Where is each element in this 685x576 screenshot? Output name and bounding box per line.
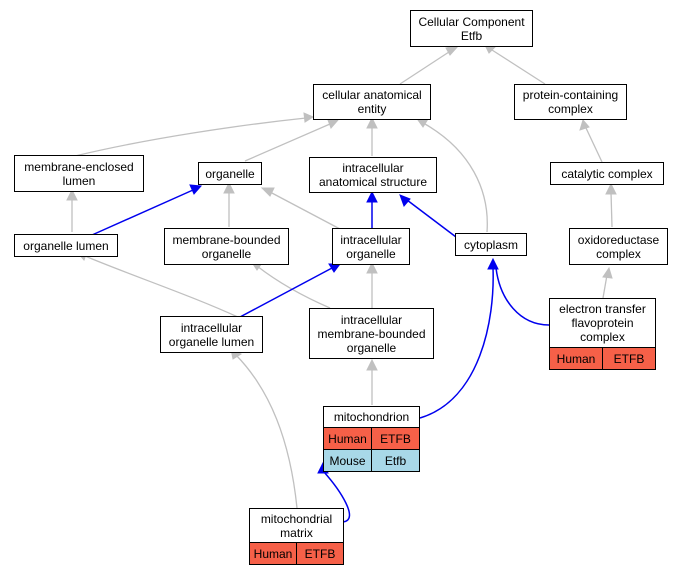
node-mitochondrial-matrix[interactable]: mitochondrial matrix Human ETFB bbox=[249, 508, 344, 565]
node-catalytic-complex[interactable]: catalytic complex bbox=[550, 162, 664, 185]
edge-ol-org-blue bbox=[91, 189, 194, 236]
node-label: intracellular organelle lumen bbox=[168, 320, 255, 349]
node-label: organelle bbox=[205, 166, 255, 181]
species-row-mouse: Mouse Etfb bbox=[324, 449, 419, 471]
edge-iol-ol bbox=[84, 255, 241, 319]
node-organelle-lumen[interactable]: organelle lumen bbox=[14, 234, 118, 257]
node-protein-containing-complex[interactable]: protein-containing complex bbox=[514, 84, 627, 120]
edge-mel-cae bbox=[74, 117, 307, 157]
edge-oxr-cat bbox=[610, 191, 613, 228]
node-label: membrane-bounded organelle bbox=[172, 232, 281, 261]
node-label: cytoplasm bbox=[463, 237, 519, 252]
gene-mouse: Etfb bbox=[371, 450, 419, 471]
node-label: intracellular organelle bbox=[340, 232, 402, 261]
node-cellular-component-root[interactable]: Cellular Component Etfb bbox=[410, 10, 533, 47]
node-organelle[interactable]: organelle bbox=[198, 162, 262, 185]
node-label: oxidoreductase complex bbox=[577, 232, 660, 261]
species-human: Human bbox=[250, 543, 296, 564]
node-membrane-bounded-organelle[interactable]: membrane-bounded organelle bbox=[164, 228, 289, 265]
node-label: intracellular membrane-bounded organelle bbox=[317, 312, 426, 355]
edge-etf-oxr bbox=[602, 274, 608, 299]
node-label: protein-containing complex bbox=[522, 88, 619, 116]
edge-cyto-ias-blue bbox=[406, 199, 457, 238]
node-intracellular-membrane-bounded-organelle[interactable]: intracellular membrane-bounded organelle bbox=[309, 308, 434, 359]
edge-cat-pcc bbox=[585, 127, 603, 163]
species-row-human: Human ETFB bbox=[550, 347, 655, 369]
edge-io-org bbox=[269, 191, 341, 230]
node-cellular-anatomical-entity[interactable]: cellular anatomical entity bbox=[313, 84, 431, 120]
node-label: cellular anatomical entity bbox=[322, 88, 422, 116]
species-row-human: Human ETFB bbox=[250, 542, 343, 564]
node-label: Cellular Component Etfb bbox=[418, 14, 525, 43]
edge-iol-io-blue bbox=[239, 267, 333, 318]
node-membrane-enclosed-lumen[interactable]: membrane-enclosed lumen bbox=[14, 155, 144, 192]
edge-org-cae bbox=[244, 123, 331, 162]
edge-cae-root bbox=[399, 49, 453, 85]
edge-matrix-mito-blue bbox=[323, 471, 351, 523]
gene-human: ETFB bbox=[371, 428, 419, 449]
gene-human: ETFB bbox=[296, 543, 343, 564]
edge-pcc-root bbox=[491, 49, 546, 85]
node-label: intracellular anatomical structure bbox=[318, 161, 428, 189]
node-label: organelle lumen bbox=[23, 238, 109, 253]
edge-mito-cyto-blue bbox=[419, 267, 494, 419]
node-intracellular-anatomical-structure[interactable]: intracellular anatomical structure bbox=[309, 157, 437, 193]
edge-cyto-cae bbox=[424, 123, 488, 233]
gene-human: ETFB bbox=[602, 348, 655, 369]
species-human: Human bbox=[550, 348, 602, 369]
edge-imbo-mbo bbox=[256, 265, 331, 309]
node-label: membrane-enclosed lumen bbox=[24, 159, 134, 188]
node-intracellular-organelle[interactable]: intracellular organelle bbox=[332, 228, 410, 265]
node-label: electron transfer flavoprotein complex bbox=[559, 302, 646, 344]
node-label: mitochondrial matrix bbox=[260, 511, 333, 540]
edge-matrix-iol bbox=[235, 354, 298, 509]
species-human: Human bbox=[324, 428, 371, 449]
node-intracellular-organelle-lumen[interactable]: intracellular organelle lumen bbox=[160, 316, 263, 353]
species-mouse: Mouse bbox=[324, 450, 371, 471]
node-label: mitochondrion bbox=[333, 410, 410, 424]
node-mitochondrion[interactable]: mitochondrion Human ETFB Mouse Etfb bbox=[323, 406, 420, 472]
node-cytoplasm[interactable]: cytoplasm bbox=[455, 233, 527, 256]
node-label: catalytic complex bbox=[561, 166, 653, 181]
node-oxidoreductase-complex[interactable]: oxidoreductase complex bbox=[569, 228, 668, 265]
node-electron-transfer-flavoprotein-complex[interactable]: electron transfer flavoprotein complex H… bbox=[549, 298, 656, 370]
species-row-human: Human ETFB bbox=[324, 427, 419, 449]
edge-etf-cyto-blue bbox=[495, 267, 550, 326]
